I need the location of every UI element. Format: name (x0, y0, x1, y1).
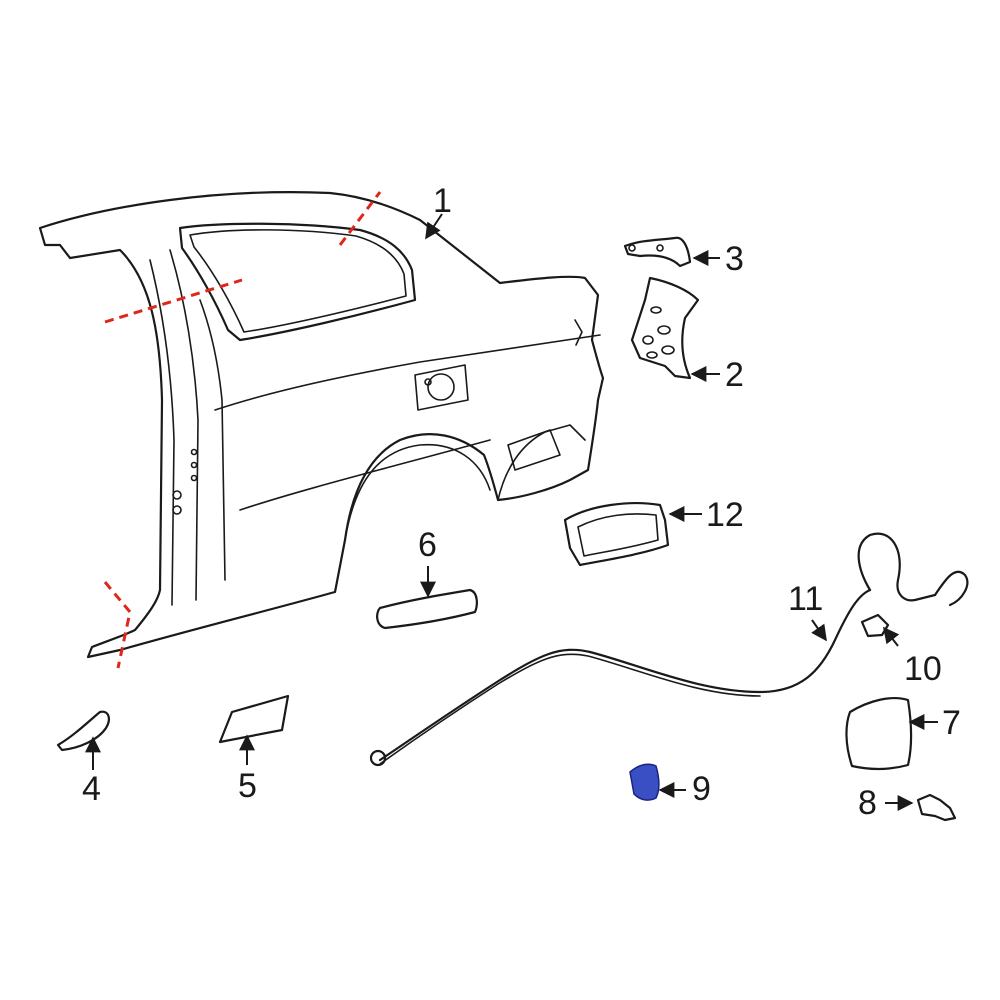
moulding-piece (56, 710, 110, 752)
callout-2: 2 (725, 356, 744, 394)
highlighted-part-9 (629, 763, 660, 801)
callout-12: 12 (706, 496, 744, 534)
callout-1: 1 (433, 182, 452, 220)
callout-5: 5 (238, 767, 257, 805)
guard-piece (218, 694, 290, 744)
callout-10: 10 (904, 650, 942, 688)
screw (916, 793, 957, 822)
fuel-door (845, 696, 913, 770)
cut-lines (103, 191, 382, 669)
pad (376, 588, 478, 630)
callout-3: 3 (725, 240, 744, 278)
fuel-door-housing (563, 502, 670, 567)
callout-4: 4 (82, 770, 101, 808)
callout-6: 6 (418, 526, 437, 564)
callout-9: 9 (692, 770, 711, 808)
quarter-panel (38, 191, 605, 659)
callout-7: 7 (942, 704, 961, 742)
release-cable (369, 532, 969, 767)
inner-bracket (630, 276, 700, 380)
small-bracket (623, 236, 692, 268)
callout-arrows (85, 213, 938, 811)
callout-11: 11 (788, 580, 823, 618)
callout-8: 8 (858, 784, 877, 822)
clip (860, 613, 890, 638)
